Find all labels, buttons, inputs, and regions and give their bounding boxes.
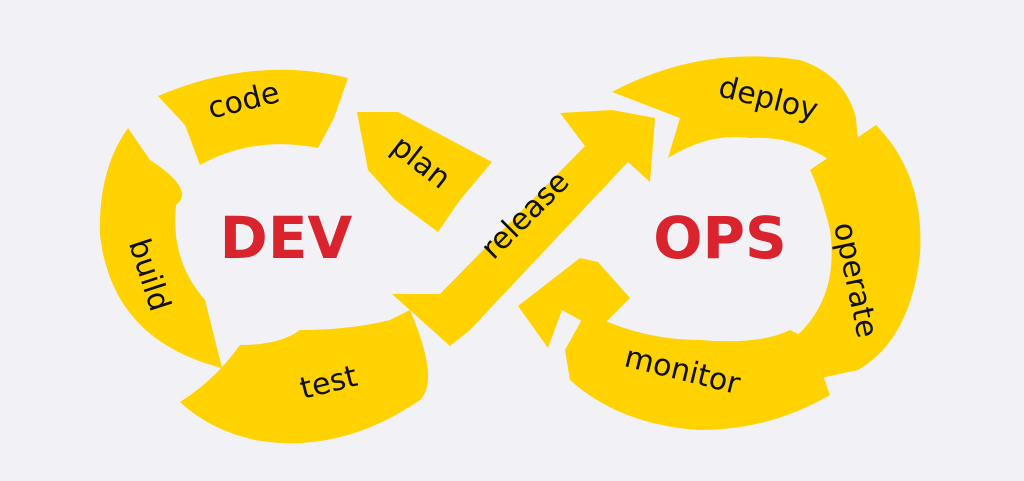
ops-center-text: OPS — [653, 204, 787, 272]
dev-center-text: DEV — [220, 204, 353, 272]
build-segment — [99, 128, 222, 368]
test-segment — [180, 310, 428, 444]
monitor-segment — [565, 312, 830, 430]
release-segment — [392, 110, 655, 346]
code-segment — [158, 69, 348, 165]
monitor-arrowhead — [518, 258, 630, 348]
operate-segment — [792, 125, 921, 384]
deploy-segment — [612, 56, 858, 168]
plan-segment — [357, 112, 492, 232]
